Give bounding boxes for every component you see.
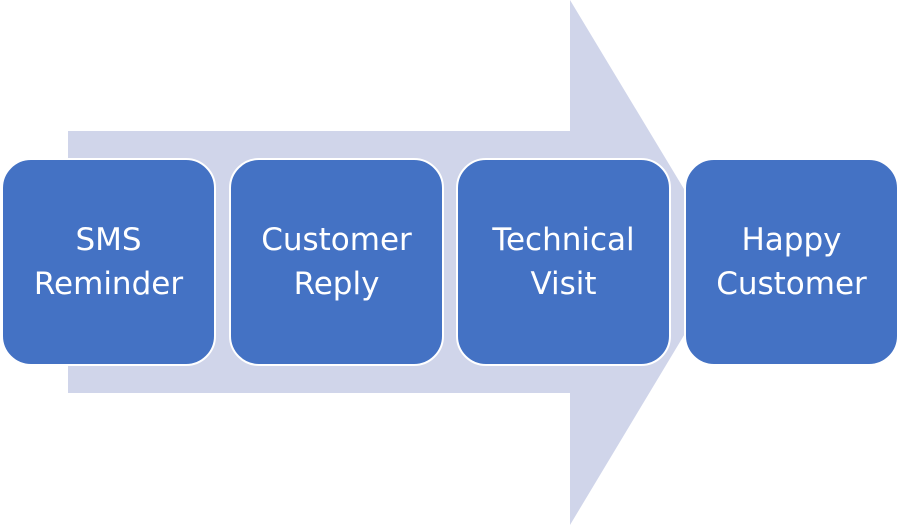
step-label-line1: Happy	[741, 222, 842, 258]
step-label-line2: Reminder	[33, 266, 184, 302]
step-label-line1: SMS	[75, 222, 142, 258]
step-label-line2: Reply	[293, 266, 380, 302]
step-technical-visit: Technical Visit	[456, 158, 671, 366]
step-label-line1: Customer	[261, 222, 412, 258]
step-label-line1: Technical	[492, 222, 635, 258]
step-label-line2: Customer	[716, 266, 867, 302]
step-customer-reply: Customer Reply	[229, 158, 444, 366]
step-happy-customer: Happy Customer	[684, 158, 899, 366]
step-sms-reminder: SMS Reminder	[1, 158, 216, 366]
step-label-line2: Visit	[530, 266, 597, 302]
